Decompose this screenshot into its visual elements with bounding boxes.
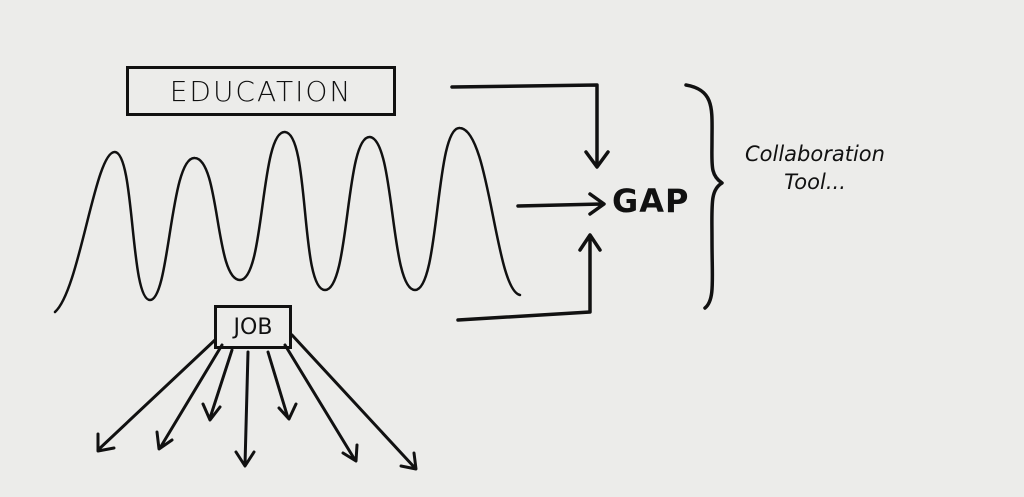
job-arrow-7	[290, 333, 418, 471]
job-arrow-5	[266, 350, 298, 421]
job-arrow-1	[96, 338, 217, 453]
job-arrow-3	[201, 348, 234, 422]
education-box: EDUCATION	[126, 66, 396, 116]
job-arrow-4	[234, 350, 256, 468]
job-arrow-2	[155, 343, 224, 451]
arrow-wave-to-gap	[516, 192, 606, 216]
job-box: JOB	[214, 305, 292, 349]
collaboration-line-2: Tool...	[784, 170, 846, 194]
wave-line	[53, 126, 522, 314]
arrow-education-to-gap	[450, 83, 610, 169]
brace	[684, 83, 724, 310]
collaboration-line-1: Collaboration	[745, 142, 885, 166]
arrow-job-to-gap	[456, 233, 602, 322]
gap-label: GAP	[612, 182, 690, 220]
job-arrow-6	[283, 343, 359, 463]
collaboration-tool-note: Collaboration Tool...	[745, 140, 885, 196]
